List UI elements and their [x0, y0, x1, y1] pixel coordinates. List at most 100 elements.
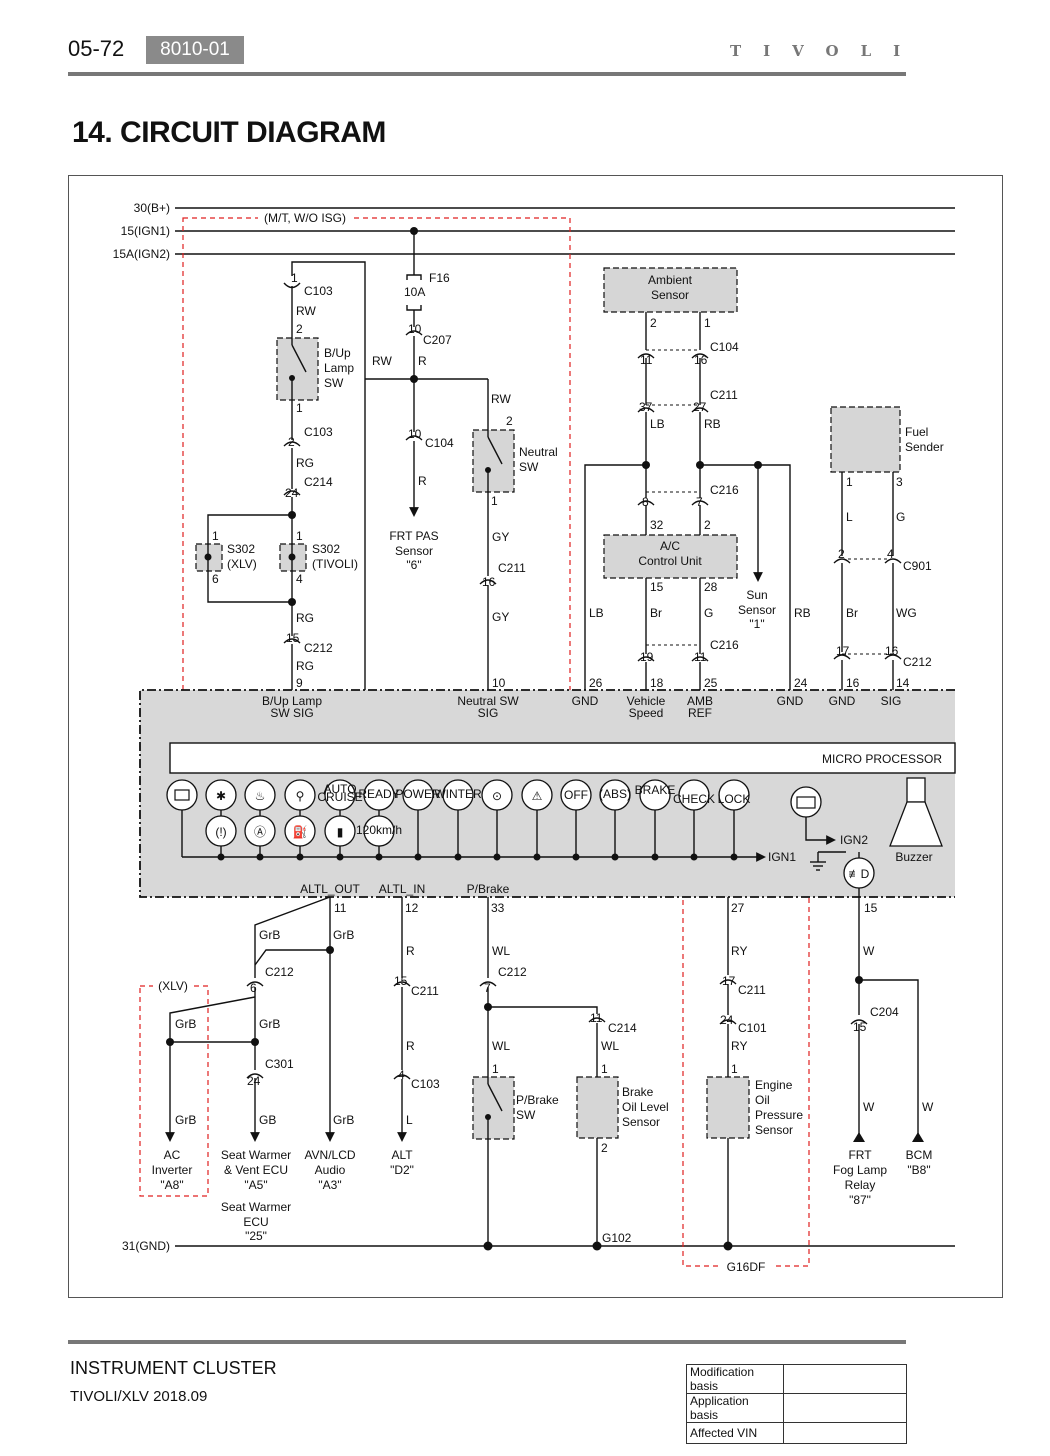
svg-text:24: 24	[794, 676, 808, 690]
airbag-icon: ✱	[216, 789, 226, 803]
micro-processor-label: MICRO PROCESSOR	[822, 752, 942, 766]
svg-text:GY: GY	[492, 610, 509, 624]
svg-text:7: 7	[696, 495, 703, 509]
fuse-name: F16	[429, 271, 450, 285]
svg-text:C216: C216	[710, 483, 739, 497]
svg-text:1: 1	[212, 529, 219, 543]
svg-text:11: 11	[640, 353, 653, 367]
connector-arcs	[283, 282, 902, 662]
svg-text:RW: RW	[491, 392, 511, 406]
s302-xlv-label: S302(XLV)	[227, 542, 257, 571]
svg-text:GrB: GrB	[175, 1017, 196, 1031]
svg-text:27: 27	[693, 400, 707, 414]
brake-icon: BRAKE	[635, 783, 676, 797]
fuse-f16	[406, 274, 422, 311]
abs-icon: (ABS)	[599, 787, 631, 801]
rail-label-b-plus: 30(B+)	[134, 201, 170, 215]
xlv-option-group	[139, 985, 209, 1197]
svg-text:2: 2	[506, 414, 513, 428]
svg-text:27: 27	[731, 901, 745, 915]
ac-control-unit-box	[603, 534, 738, 579]
lower-wiring	[165, 888, 919, 1246]
svg-text:C104: C104	[425, 436, 454, 450]
fuel-icon: ▮	[337, 825, 344, 839]
svg-text:RG: RG	[296, 611, 314, 625]
svg-text:C214: C214	[608, 1021, 637, 1035]
alt-label: ALT	[391, 1148, 413, 1162]
svg-text:C901: C901	[903, 559, 932, 573]
rail-label-ign1: 15(IGN1)	[121, 224, 170, 238]
engine-oil-pressure-sensor-box	[706, 1076, 750, 1139]
svg-text:16: 16	[694, 353, 708, 367]
svg-text:C211: C211	[738, 983, 766, 997]
cluster-pin-gnd-3: GND	[829, 694, 856, 708]
buzzer-label: Buzzer	[895, 850, 932, 864]
rail-label-ign2: 15A(IGN2)	[113, 247, 170, 261]
svg-text:9: 9	[296, 676, 303, 690]
svg-text:C211: C211	[710, 388, 738, 402]
xlv-group-label: (XLV)	[158, 979, 188, 993]
coolant-temp-icon: ♨	[255, 789, 266, 803]
svg-text:GrB: GrB	[259, 928, 280, 942]
svg-text:2: 2	[288, 435, 295, 449]
svg-text:24: 24	[247, 1074, 261, 1088]
svg-text:Br: Br	[846, 606, 858, 620]
svg-text:4: 4	[296, 572, 303, 586]
svg-text:2: 2	[704, 518, 711, 532]
svg-text:C212: C212	[304, 641, 333, 655]
svg-text:24: 24	[720, 1013, 734, 1027]
svg-text:GrB: GrB	[175, 1113, 196, 1127]
auto-cruise-icon: AUTO	[323, 782, 356, 796]
svg-text:R: R	[406, 944, 415, 958]
affected-vin-value	[783, 1422, 907, 1444]
tpms-icon: (!)	[215, 825, 226, 839]
svg-text:C216: C216	[710, 638, 739, 652]
svg-text:28: 28	[704, 580, 718, 594]
ign2-label: IGN2	[840, 833, 868, 847]
ready-icon: READY	[358, 787, 399, 801]
page-title: 14. CIRCUIT DIAGRAM	[72, 116, 386, 149]
svg-text:33: 33	[491, 901, 505, 915]
svg-text:C214: C214	[304, 475, 333, 489]
svg-text:C103: C103	[304, 284, 333, 298]
header-divider	[68, 72, 906, 76]
battery-charge-icon	[790, 786, 822, 818]
svg-text:14: 14	[896, 676, 910, 690]
svg-text:WL: WL	[601, 1039, 619, 1053]
svg-text:16: 16	[482, 575, 496, 589]
svg-text:19: 19	[640, 650, 654, 664]
svg-text:C211: C211	[498, 561, 526, 575]
page-number: 05-72	[68, 36, 125, 61]
svg-text:1: 1	[601, 1062, 608, 1076]
svg-text:25: 25	[704, 676, 718, 690]
svg-text:1: 1	[492, 1062, 499, 1076]
svg-text:C212: C212	[903, 655, 932, 669]
svg-text:C211: C211	[411, 984, 439, 998]
ground-g102-label: G102	[602, 1231, 632, 1245]
svg-text:W: W	[863, 944, 875, 958]
pbrake-switch-box	[472, 1076, 515, 1140]
svg-text:15: 15	[286, 631, 300, 645]
svg-text:RG: RG	[296, 659, 314, 673]
svg-text:C207: C207	[423, 333, 452, 347]
svg-text:4: 4	[398, 1068, 405, 1082]
svg-text:4: 4	[887, 547, 894, 561]
svg-text:10: 10	[408, 322, 422, 336]
bcm-label: BCM	[906, 1148, 933, 1162]
esp-icon: ⚠	[532, 789, 543, 803]
footer-model: TIVOLI/XLV 2018.09	[70, 1388, 208, 1405]
modification-basis-label: Modification basis	[686, 1364, 784, 1394]
svg-text:2: 2	[838, 547, 845, 561]
svg-text:Br: Br	[650, 606, 662, 620]
svg-text:C204: C204	[870, 1005, 899, 1019]
svg-text:2: 2	[601, 1141, 608, 1155]
affected-vin-label: Affected VIN	[686, 1422, 784, 1444]
mt-group-label: (M/T, W/O ISG)	[264, 211, 346, 225]
engine-oil-option-group	[682, 879, 810, 1267]
svg-text:≢D: ≢D	[849, 867, 870, 881]
micro-processor-block	[169, 742, 956, 774]
4wd-lock-icon: LOCK	[718, 792, 751, 806]
